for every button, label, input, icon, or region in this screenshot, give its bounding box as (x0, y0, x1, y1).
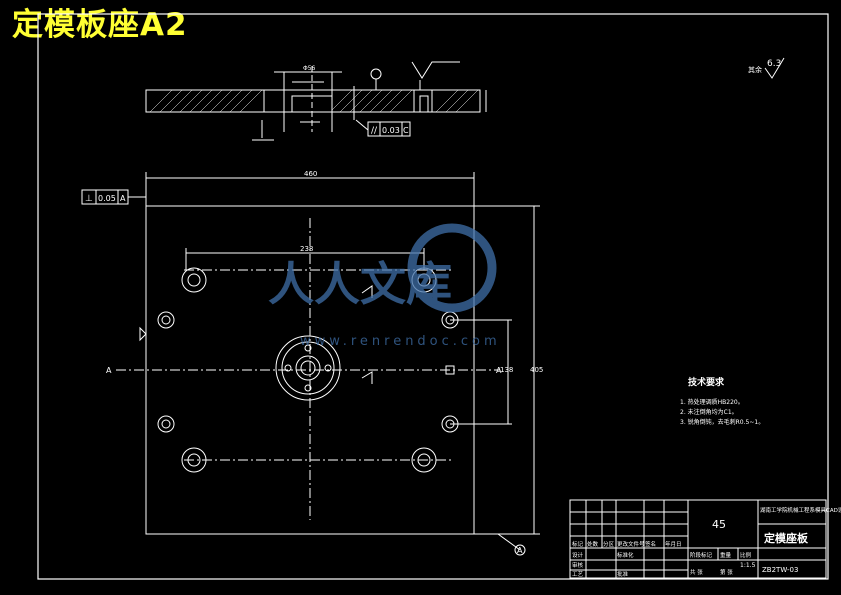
section-mark-left: A (106, 366, 112, 375)
technical-notes: 技术要求 1. 热处理调质HB220。 2. 未注倒角均为C1。 3. 锐角倒钝… (680, 376, 764, 426)
material: 45 (712, 518, 726, 531)
height-dim: 405 (530, 366, 543, 374)
watermark-logo-icon (407, 223, 497, 313)
tb-label-2: 处数 (587, 540, 599, 548)
flatness-value: 0.05 (98, 194, 116, 203)
tb-label-1: 标记 (572, 540, 584, 548)
tb-label-9: 阶段标记 (690, 551, 713, 559)
parallel-datum: C (403, 126, 409, 135)
drawing-number: ZB2TW-03 (762, 566, 798, 574)
roughness-prefix: 其余 (748, 65, 762, 74)
tb-label-14: 批准 (617, 570, 629, 578)
tb-label-10: 重量 (720, 551, 732, 559)
note-3: 3. 锐角倒钝，去毛刺R0.5~1。 (680, 418, 764, 426)
scale: 1:1.5 (740, 562, 756, 569)
triangle-marker-icon (139, 326, 147, 342)
watermark-url: www.renrendoc.com (300, 334, 501, 349)
flatness-datum: A (120, 194, 126, 203)
side-span-dim: 138 (500, 366, 513, 374)
part-name: 定模座板 (764, 531, 809, 545)
parallel-value: 0.03 (382, 126, 400, 135)
tb-label-4: 更改文件号 (617, 540, 645, 548)
title-block (569, 499, 827, 579)
tb-label-5: 签名 (645, 540, 656, 548)
note-2: 2. 未注倒角均为C1。 (680, 408, 738, 416)
note-1: 1. 热处理调质HB220。 (680, 398, 744, 406)
tb-label-8: 标准化 (617, 551, 634, 559)
tb-label-15: 共 张 (690, 568, 703, 576)
watermark: 人人文库 www.renrendoc.com (268, 223, 501, 349)
section-mark-right: A (496, 366, 502, 375)
hole-span-dim: 238 (300, 245, 313, 253)
flatness-symbol: ⊥ (85, 194, 93, 204)
school-name: 湖南工学院机械工程系模具CAD设计 (760, 506, 841, 514)
section-view (145, 61, 487, 141)
drawing-border (37, 13, 829, 580)
parallel-symbol: // (371, 126, 378, 136)
tb-label-12: 审核 (572, 561, 584, 569)
tb-label-6: 年月日 (665, 540, 682, 548)
roughness-value: 6.3 (767, 59, 781, 69)
watermark-text: 人人文库 (268, 257, 452, 311)
tb-label-3: 分区 (603, 540, 615, 548)
title-block-text: 标记 处数 分区 更改文件号 签名 年月日 设计 标准化 阶段标记 重量 比例 … (572, 506, 841, 578)
tb-label-11: 比例 (740, 551, 752, 559)
tb-label-13: 工艺 (572, 571, 584, 578)
parallel-tolerance-frame: // 0.03 C (367, 121, 411, 137)
tb-label-7: 设计 (572, 551, 584, 559)
width-dim: 460 (304, 170, 317, 178)
datum-label: A (517, 546, 523, 555)
roughness-icon (764, 57, 785, 79)
drawing-title: 定模板座A2 (12, 7, 188, 43)
notes-heading: 技术要求 (688, 376, 725, 388)
tb-label-16: 第 张 (720, 568, 733, 576)
flatness-tolerance-frame: ⊥ 0.05 A (81, 189, 146, 205)
plan-view (116, 172, 540, 556)
top-dim: Φ56 (303, 65, 316, 72)
